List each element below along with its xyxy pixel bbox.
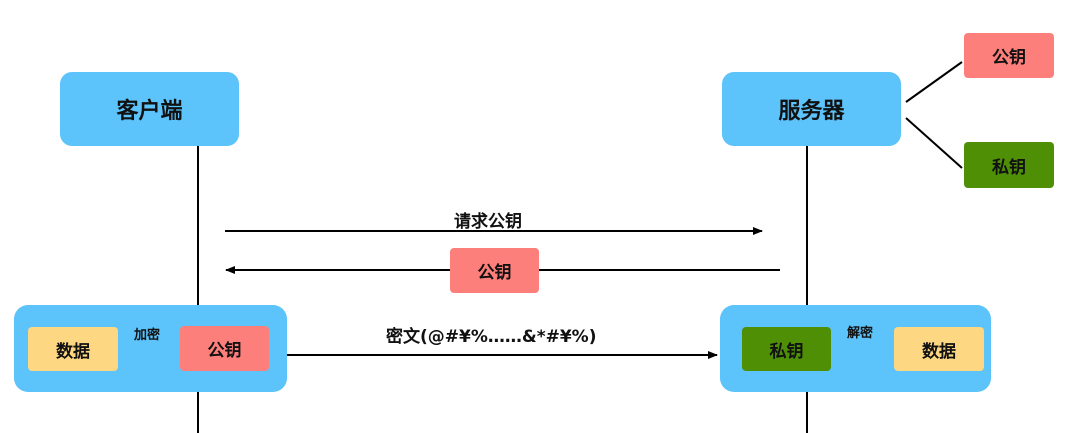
request-label: 请求公钥 xyxy=(454,212,522,232)
server-privkey-label: 私钥 xyxy=(992,157,1026,178)
server-title: 服务器 xyxy=(778,99,845,124)
server-to-pubkey-line xyxy=(905,61,963,103)
server-pubkey-box: 公钥 xyxy=(964,33,1054,78)
encrypt-label: 加密 xyxy=(134,328,161,343)
server-data-label: 数据 xyxy=(922,341,956,362)
client-pubkey-box: 公钥 xyxy=(180,326,269,371)
client-node: 客户端 xyxy=(60,72,239,146)
client-pubkey-label: 公钥 xyxy=(207,341,242,361)
response-pubkey-box: 公钥 xyxy=(450,248,539,293)
server-privkey-box: 私钥 xyxy=(964,142,1054,188)
server-inner-privkey-label: 私钥 xyxy=(769,341,804,362)
client-data-box: 数据 xyxy=(28,327,118,371)
decrypt-label: 解密 xyxy=(847,326,874,341)
server-node: 服务器 xyxy=(722,72,901,146)
response-label: 公钥 xyxy=(477,263,512,283)
client-title: 客户端 xyxy=(116,99,183,124)
server-to-privkey-line xyxy=(905,117,963,169)
server-data-box: 数据 xyxy=(894,327,984,371)
server-inner-privkey-box: 私钥 xyxy=(742,327,831,371)
ciphertext-label: 密文(@#¥%……&*#¥%) xyxy=(386,327,597,347)
client-data-label: 数据 xyxy=(56,341,90,362)
server-pubkey-label: 公钥 xyxy=(992,48,1026,68)
